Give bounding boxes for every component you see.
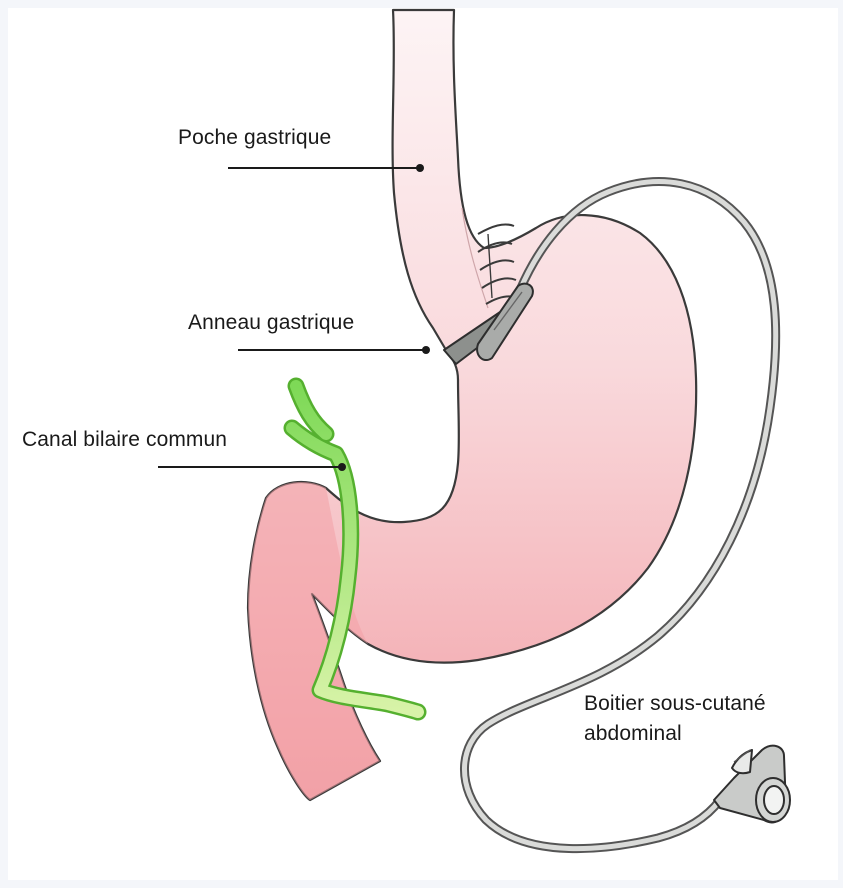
label-poche-gastrique: Poche gastrique [178, 126, 331, 150]
diagram-frame: Poche gastrique Anneau gastrique Canal b… [8, 8, 838, 880]
label-canal-bilaire: Canal bilaire commun [22, 428, 227, 452]
label-boitier-line1: Boitier sous-cutané [584, 692, 766, 716]
label-boitier-line2: abdominal [584, 722, 682, 746]
label-anneau-gastrique: Anneau gastrique [188, 311, 354, 335]
subcutaneous-port [714, 746, 790, 823]
